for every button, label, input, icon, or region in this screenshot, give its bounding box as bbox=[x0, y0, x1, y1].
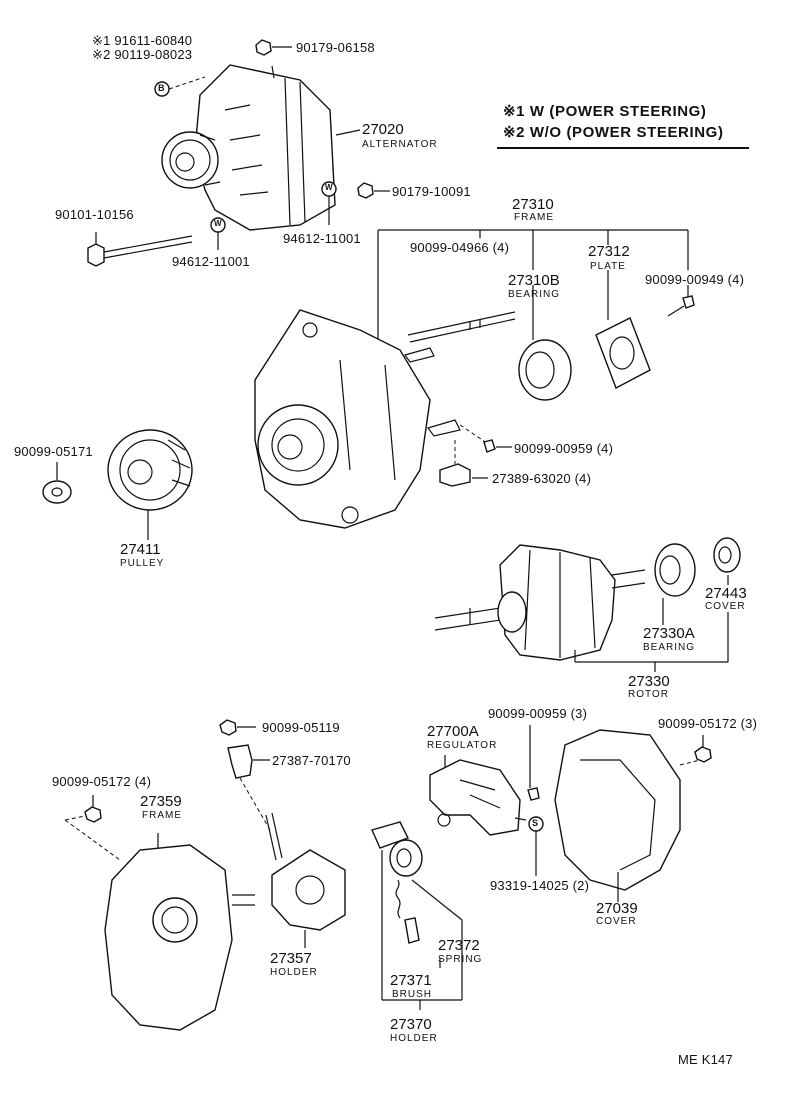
label-bearing-27310b: BEARING bbox=[508, 289, 561, 300]
label-90101-10156: 90101-10156 bbox=[55, 207, 134, 222]
label-holder-27357: HOLDER bbox=[270, 967, 318, 978]
label-rotor: ROTOR bbox=[628, 689, 669, 700]
label-brush: BRUSH bbox=[392, 989, 433, 1000]
legend-line-2: ※2 W/O (POWER STEERING) bbox=[503, 124, 724, 141]
label-frame-27310: FRAME bbox=[514, 212, 554, 223]
marker-w-right: W bbox=[325, 183, 333, 192]
label-27387-70170: 27387-70170 bbox=[272, 753, 351, 768]
label-27443: 27443 bbox=[705, 585, 747, 602]
diagram-code: ME K147 bbox=[678, 1052, 733, 1067]
label-pulley: PULLEY bbox=[120, 558, 165, 569]
label-91611-60840: ※1 91611-60840 bbox=[92, 33, 193, 48]
label-90099-00959-3: 90099-00959 (3) bbox=[488, 706, 588, 721]
label-holder-27370: HOLDER bbox=[390, 1033, 438, 1044]
label-27372: 27372 bbox=[438, 937, 480, 954]
label-cover-27039: COVER bbox=[596, 916, 637, 927]
label-90179-06158: 90179-06158 bbox=[296, 40, 375, 55]
frame-housing-drawing bbox=[254, 309, 431, 529]
label-spring: SPRING bbox=[438, 954, 483, 965]
label-90099-05172-3: 90099-05172 (3) bbox=[658, 716, 758, 731]
marker-b: B bbox=[158, 83, 165, 93]
label-93319-14025: 93319-14025 (2) bbox=[490, 878, 590, 893]
label-27370: 27370 bbox=[390, 1016, 432, 1033]
label-90099-04966: 90099-04966 (4) bbox=[410, 240, 510, 255]
marker-w-left: W bbox=[214, 219, 222, 228]
label-27371: 27371 bbox=[390, 972, 432, 989]
label-27312: 27312 bbox=[588, 243, 630, 260]
legend-line-1: ※1 W (POWER STEERING) bbox=[503, 103, 707, 120]
label-90099-00959-4: 90099-00959 (4) bbox=[514, 441, 614, 456]
label-27700a: 27700A bbox=[427, 723, 479, 740]
label-bearing-27330a: BEARING bbox=[643, 642, 696, 653]
label-90099-05172-4: 90099-05172 (4) bbox=[52, 774, 152, 789]
label-27389-63020: 27389-63020 (4) bbox=[492, 471, 592, 486]
label-90119-08023: ※2 90119-08023 bbox=[92, 47, 193, 62]
label-plate: PLATE bbox=[590, 261, 626, 272]
label-regulator: REGULATOR bbox=[427, 740, 498, 751]
label-cover-27443: COVER bbox=[705, 601, 746, 612]
label-90099-00949: 90099-00949 (4) bbox=[645, 272, 745, 287]
label-27357: 27357 bbox=[270, 950, 312, 967]
label-27310b: 27310B bbox=[508, 272, 560, 289]
label-27359: 27359 bbox=[140, 793, 182, 810]
label-27310: 27310 bbox=[512, 196, 554, 213]
label-90099-05171: 90099-05171 bbox=[14, 444, 93, 459]
label-27039: 27039 bbox=[596, 900, 638, 917]
label-90099-05119: 90099-05119 bbox=[262, 720, 340, 735]
label-frame-27359: FRAME bbox=[142, 810, 182, 821]
label-27411: 27411 bbox=[120, 541, 161, 558]
label-alternator: ALTERNATOR bbox=[362, 139, 438, 150]
alternator-assembly-drawing bbox=[161, 64, 336, 231]
label-27330a: 27330A bbox=[643, 625, 695, 642]
label-94612-11001-right: 94612-11001 bbox=[283, 231, 361, 246]
label-27330: 27330 bbox=[628, 673, 670, 690]
rotor-drawing bbox=[434, 544, 646, 661]
marker-s: S bbox=[532, 818, 539, 828]
label-27020: 27020 bbox=[362, 121, 404, 138]
label-90179-10091: 90179-10091 bbox=[392, 184, 471, 199]
label-94612-11001-left: 94612-11001 bbox=[172, 254, 250, 269]
